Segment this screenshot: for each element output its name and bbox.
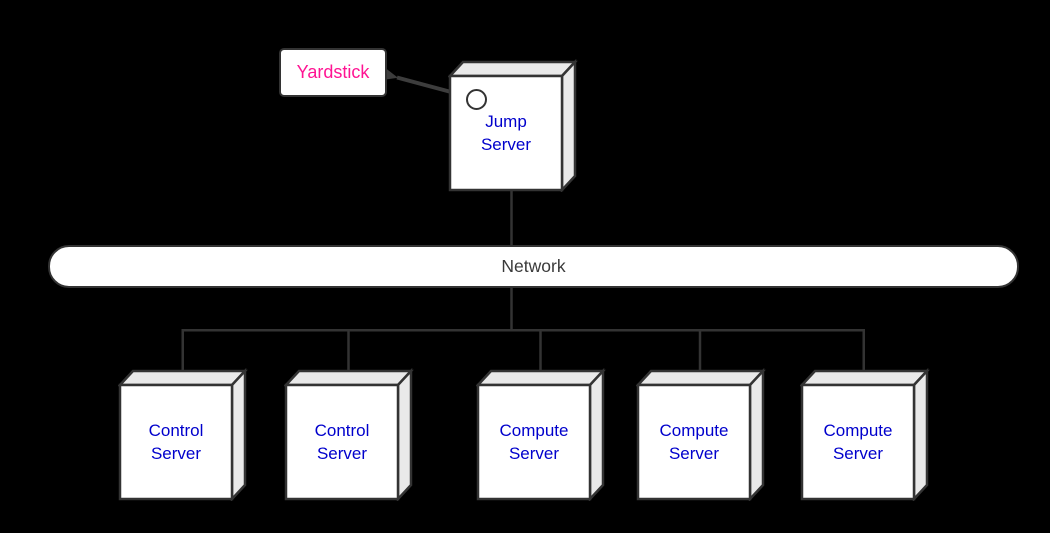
compute-server-label-3: Compute Server xyxy=(823,421,893,463)
control-server-node-1: Control Server xyxy=(118,368,248,501)
network-bar: Network xyxy=(48,245,1019,288)
server-3d-shape-icon xyxy=(284,368,414,501)
compute-server-node-1: Compute Server xyxy=(476,368,606,501)
network-label: Network xyxy=(501,256,566,276)
bus-line xyxy=(181,329,865,373)
jump-server-label: Jump Server xyxy=(480,112,532,154)
compute-server-node-2: Compute Server xyxy=(636,368,766,501)
server-3d-shape-icon xyxy=(118,368,248,501)
compute-server-node-3: Compute Server xyxy=(800,368,930,501)
control-server-label-1: Control Server xyxy=(148,421,204,463)
server-3d-shape-icon xyxy=(800,368,930,501)
yardstick-box: Yardstick xyxy=(279,48,387,97)
server-3d-shape-icon xyxy=(476,368,606,501)
server-3d-shape-icon xyxy=(636,368,766,501)
control-server-label-2: Control Server xyxy=(314,421,370,463)
yardstick-label: Yardstick xyxy=(296,62,370,82)
control-server-node-2: Control Server xyxy=(284,368,414,501)
jump-server-node: Jump Server xyxy=(448,59,578,192)
compute-server-label-2: Compute Server xyxy=(659,421,729,463)
interface-port-icon xyxy=(466,89,487,110)
compute-server-label-1: Compute Server xyxy=(499,421,569,463)
